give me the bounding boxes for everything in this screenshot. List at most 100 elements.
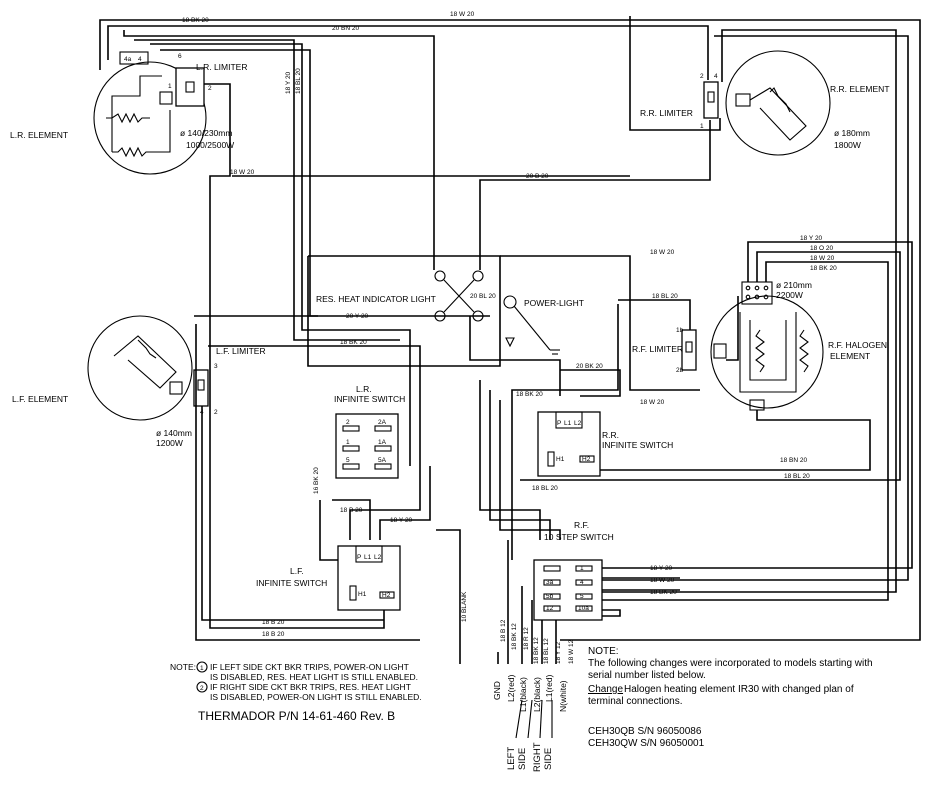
wire-label: 20 B 20 [526, 173, 549, 180]
lf-lim-term-2: 2 [214, 409, 218, 416]
power-light-label: POWER-LIGHT [524, 298, 584, 308]
wire-label: 18 W 20 [650, 577, 675, 584]
wire-label: 18 Y 20 [800, 235, 823, 242]
right-note-2: serial number listed below. [588, 670, 706, 681]
lr-term-5: 5 [346, 457, 350, 464]
lr-term-2: 2 [346, 419, 350, 426]
lr-spec1: ø 140/230mm [180, 128, 232, 138]
wire-label: 18 W 20 [650, 249, 675, 256]
rr-lim-term-1: 1 [700, 123, 704, 130]
rr-limiter [703, 81, 719, 119]
rf-term-5b: 5b [546, 593, 554, 600]
lr-switch-label2: INFINITE SWITCH [334, 394, 405, 404]
rf-term-1: 1 [580, 565, 584, 572]
wire-label: 18 BN 20 [780, 457, 807, 464]
right-note-3-underline: Change [588, 684, 623, 695]
lr-element [93, 61, 207, 175]
lr-term-1: 1 [346, 439, 350, 446]
wire-label: 18 BL 20 [652, 293, 678, 300]
rf-step-label2: 10 STEP SWITCH [544, 532, 614, 542]
wire-label: 18 B 20 [262, 619, 285, 626]
lr-lim-term-6: 6 [178, 53, 182, 60]
rr-term-l2: L2 [574, 420, 582, 427]
lf-term-h2: H2 [382, 592, 391, 599]
wire-label: 20 Y 20 [346, 313, 369, 320]
lf-element-label: L.F. ELEMENT [12, 394, 68, 404]
res-heat-indicator-light [434, 270, 484, 322]
supply-l1-black: L1(black) [518, 677, 528, 712]
rf-lim-term-2b: 2b [676, 367, 684, 374]
note-circle-2: 2 [200, 685, 204, 692]
wire-label: 20 BN 20 [332, 25, 359, 32]
rr-lim-term-4: 4 [714, 73, 718, 80]
res-heat-label: RES. HEAT INDICATOR LIGHT [316, 294, 436, 304]
note-1a: IF LEFT SIDE CKT BKR TRIPS, POWER-ON LIG… [210, 662, 409, 672]
wire-label: 18 B 20 [340, 507, 363, 514]
lr-infinite-switch [335, 413, 399, 479]
rr-term-h1: H1 [556, 456, 565, 463]
right-note-3: Halogen heating element IR30 with change… [624, 684, 854, 695]
rr-spec1: ø 180mm [834, 128, 870, 138]
wire-label: 18 R 12 [523, 627, 530, 650]
lf-lim-term-3: 3 [214, 363, 218, 370]
wire-label: 18 BK 20 [650, 589, 677, 596]
wire-label: 18 Y 20 [285, 71, 292, 94]
wire-label: 18 W 20 [450, 11, 475, 18]
lr-term-1a: 1A [378, 439, 387, 446]
lr-limiter [119, 51, 205, 107]
rf-term-12: 12 [546, 605, 554, 612]
rf-term-4: 4 [580, 579, 584, 586]
rf-limiter-label: R.F. LIMITER [632, 344, 683, 354]
wire-label: 18 BK 12 [533, 637, 540, 664]
wire-label: 18 BL 12 [543, 638, 550, 664]
lr-element-label: L.R. ELEMENT [10, 130, 68, 140]
note-1b: IS DISABLED, RES. HEAT LIGHT IS STILL EN… [210, 672, 418, 682]
rf-halogen-label2: ELEMENT [830, 351, 870, 361]
wire-label: 18 W 20 [230, 169, 255, 176]
rf-halogen-label1: R.F. HALOGEN [828, 340, 887, 350]
wire-label: 18 Y 20 [650, 565, 673, 572]
wire-label: 18 W 20 [810, 255, 835, 262]
lf-term-l1: L1 [364, 554, 372, 561]
rr-term-h2: H2 [582, 456, 591, 463]
lf-term-l2: L2 [374, 554, 382, 561]
note-circle-1: 1 [200, 665, 204, 672]
rr-switch-label2: INFINITE SWITCH [602, 440, 673, 450]
rf-spec2: 2200W [776, 290, 803, 300]
supply-l1-red: L1(red) [544, 674, 554, 702]
lf-term-p: P [357, 554, 361, 561]
wire-label: 18 BL 20 [784, 473, 810, 480]
rr-switch-label1: R.R. [602, 430, 619, 440]
left-side-label1: LEFT [506, 747, 517, 770]
note-2b: IS DISABLED, POWER-ON LIGHT IS STILL ENA… [210, 692, 422, 702]
serial-2: CEH30QW S/N 96050001 [588, 738, 705, 749]
lf-lim-term-4: 4 [200, 409, 204, 416]
right-side-label1: RIGHT [532, 742, 543, 772]
rf-step-label1: R.F. [574, 520, 589, 530]
note-head: NOTE: [170, 662, 196, 672]
lf-switch-label1: L.F. [290, 566, 304, 576]
wire-label: 18 BL 20 [532, 485, 558, 492]
lf-spec2: 1200W [156, 438, 183, 448]
part-number: THERMADOR P/N 14-61-460 Rev. B [198, 709, 395, 723]
rf-term-3a: 3a [546, 579, 554, 586]
right-note-head: NOTE: [588, 646, 619, 657]
lr-spec2: 1000/2500W [186, 140, 234, 150]
lr-limiter-label: L.R. LIMITER [196, 62, 247, 72]
supply-l2-red: L2(red) [506, 674, 516, 702]
supply-gnd: GND [492, 681, 502, 700]
right-note-1: The following changes were incorporated … [588, 658, 873, 669]
wire-label: 18 BK 12 [511, 623, 518, 650]
rf-term-5: 5 [580, 593, 584, 600]
rr-limiter-label: R.R. LIMITER [640, 108, 693, 118]
wire-label: 20 BK 20 [576, 363, 603, 370]
wire-label: 18 Y 12 [555, 641, 562, 664]
wire-label: 18 BK 20 [516, 391, 543, 398]
serial-1: CEH30QB S/N 96050086 [588, 726, 702, 737]
rf-term-10a: 10a [578, 605, 589, 612]
lf-spec1: ø 140mm [156, 428, 192, 438]
rf-halogen-element [710, 281, 824, 411]
right-side-label2: SIDE [543, 748, 554, 770]
rr-term-l1: L1 [564, 420, 572, 427]
